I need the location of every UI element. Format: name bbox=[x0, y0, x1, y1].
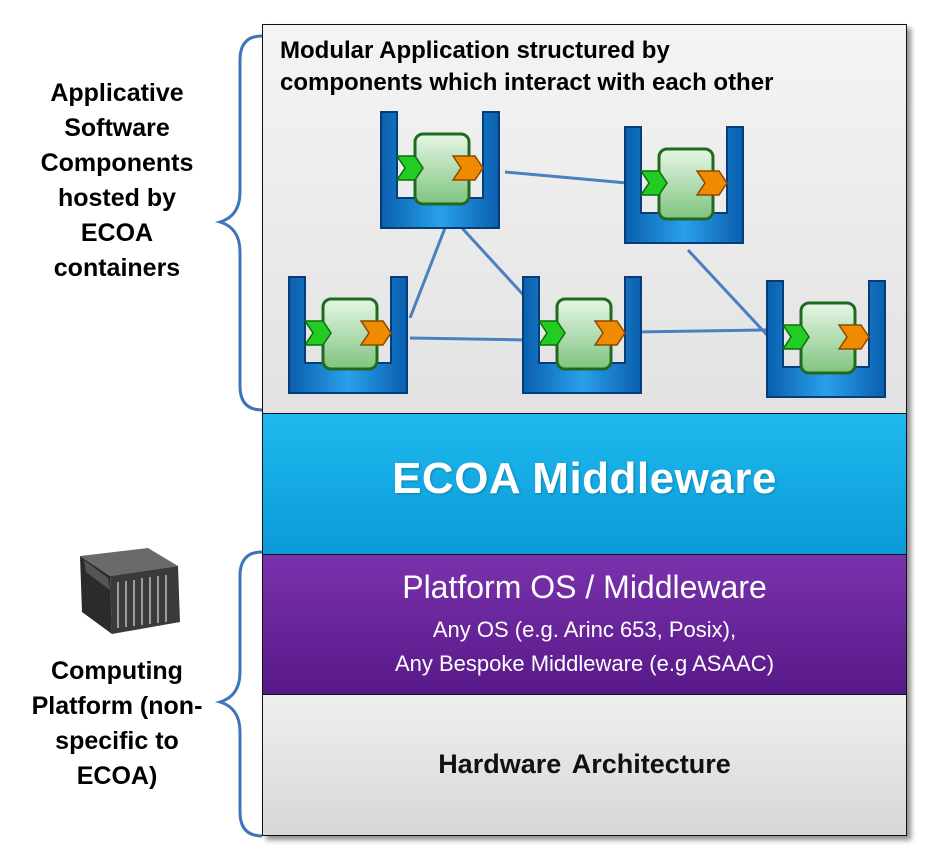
link-4-5 bbox=[631, 328, 767, 334]
platform-os-line-2: Any Bespoke Middleware (e.g ASAAC) bbox=[394, 651, 775, 676]
application-layer-title: Modular Application structured by compon… bbox=[280, 37, 774, 96]
link-1-3 bbox=[408, 227, 447, 319]
link-1-2 bbox=[504, 170, 628, 185]
hardware-layer: Hardware Architecture bbox=[262, 694, 907, 836]
brace-applicative bbox=[214, 34, 263, 412]
link-3-4 bbox=[409, 336, 529, 342]
component-container-3 bbox=[288, 276, 408, 394]
output-port-icon bbox=[837, 324, 870, 350]
applicative-components-label: Applicative Software Components hosted b… bbox=[40, 79, 194, 282]
platform-os-line-1: Any OS (e.g. Arinc 653, Posix), bbox=[432, 617, 737, 642]
component-links bbox=[408, 170, 770, 342]
input-port-icon bbox=[781, 324, 810, 350]
computing-platform-label: Computing Platform (non- specific to ECO… bbox=[31, 657, 203, 790]
output-port-icon bbox=[695, 170, 728, 196]
input-port-icon bbox=[395, 155, 424, 181]
hardware-layer-title: Hardware Architecture bbox=[438, 749, 731, 779]
output-port-icon bbox=[359, 320, 392, 346]
input-port-icon bbox=[303, 320, 332, 346]
component-container-2 bbox=[624, 126, 744, 244]
output-port-icon bbox=[451, 155, 484, 181]
platform-os-title: Platform OS / Middleware bbox=[402, 569, 767, 605]
component-container-1 bbox=[380, 111, 500, 229]
component-container-5 bbox=[766, 280, 886, 398]
component-container-4 bbox=[522, 276, 642, 394]
brace-computing bbox=[214, 550, 263, 838]
ecoa-middleware-layer: ECOA Middleware bbox=[262, 413, 907, 555]
link-1-4 bbox=[460, 226, 530, 302]
platform-os-layer: Platform OS / Middleware Any OS (e.g. Ar… bbox=[262, 554, 907, 695]
server-chassis-icon bbox=[80, 548, 180, 634]
input-port-icon bbox=[639, 170, 668, 196]
input-port-icon bbox=[537, 320, 566, 346]
link-2-5 bbox=[686, 248, 770, 338]
output-port-icon bbox=[593, 320, 626, 346]
ecoa-middleware-title: ECOA Middleware bbox=[392, 454, 777, 503]
